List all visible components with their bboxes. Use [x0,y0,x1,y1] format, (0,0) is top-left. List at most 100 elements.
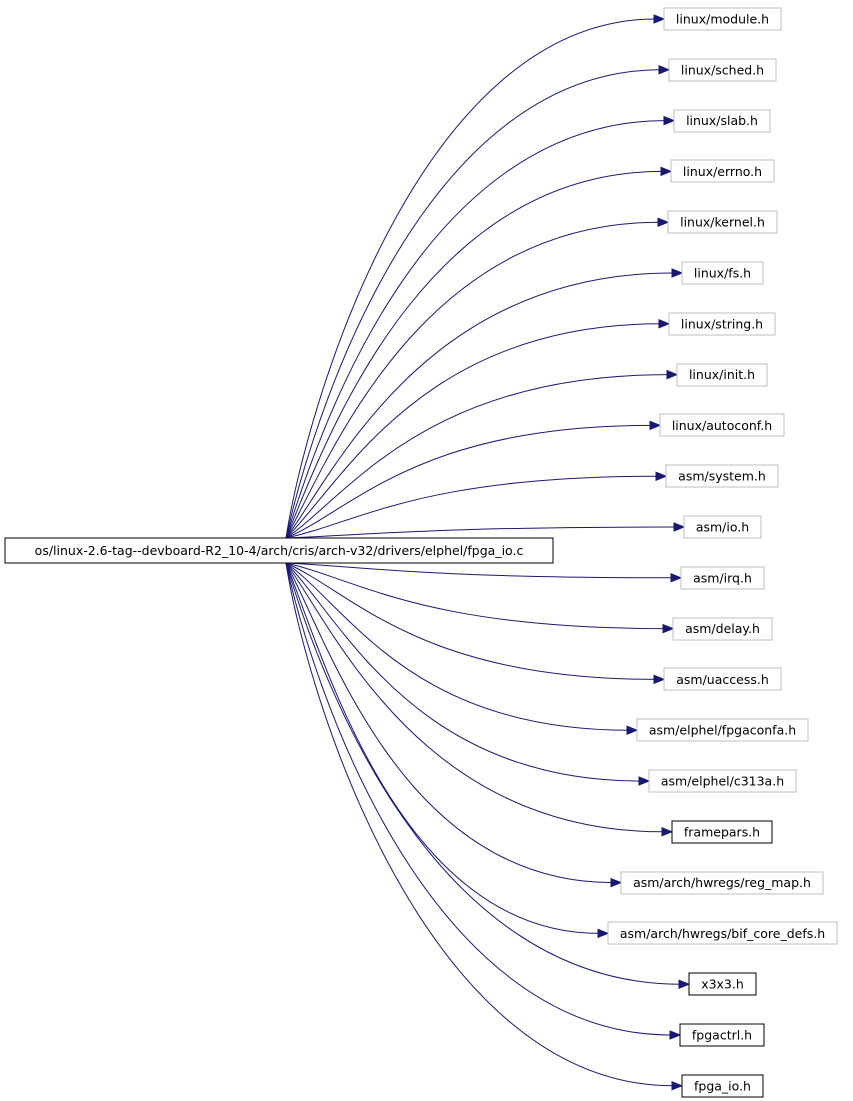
include-label-fpga-io-h: fpga_io.h [694,1078,751,1093]
include-label-linux-kernel-h: linux/kernel.h [680,215,765,230]
include-node-asm-elphel-fpgaconfa-h: asm/elphel/fpgaconfa.h [636,718,809,742]
include-edge-linux-module-h [285,18,656,539]
include-node-asm-arch-hwregs-bif-core-defs-h: asm/arch/hwregs/bif_core_defs.h [607,921,838,945]
include-node-asm-elphel-c313a-h: asm/elphel/c313a.h [648,769,797,793]
include-edge-linux-errno-h [285,170,663,539]
arrowhead-asm-io-h [673,522,686,532]
include-node-linux-autoconf-h: linux/autoconf.h [659,413,785,437]
arrowhead-linux-errno-h [660,166,673,177]
include-box-linux-kernel-h [667,210,778,234]
include-box-asm-io-h [683,515,762,539]
root-file-node[interactable]: os/linux-2.6-tag--devboard-R2_10-4/arch/… [4,537,554,564]
include-label-asm-arch-hwregs-reg-map-h: asm/arch/hwregs/reg_map.h [633,875,811,890]
include-node-linux-fs-h: linux/fs.h [681,261,764,285]
include-box-fpgactrl-h [679,1023,765,1047]
arrowhead-asm-system-h [655,471,668,481]
include-edge-framepars-h [285,562,664,833]
arrowhead-linux-fs-h [671,268,684,278]
include-edge-x3x3-h [285,562,681,985]
include-edge-linux-init-h [285,374,669,539]
include-node-asm-uaccess-h: asm/uaccess.h [663,667,782,691]
arrowhead-asm-arch-hwregs-bif-core-defs-h [597,928,610,939]
include-node-framepars-h[interactable]: framepars.h [671,820,773,844]
include-node-asm-delay-h: asm/delay.h [672,617,773,641]
include-box-linux-sched-h [668,58,777,82]
include-node-asm-io-h: asm/io.h [683,515,762,539]
include-label-linux-module-h: linux/module.h [676,12,769,27]
include-node-linux-slab-h: linux/slab.h [673,109,771,133]
include-box-asm-uaccess-h [663,667,782,691]
include-node-linux-init-h: linux/init.h [676,363,768,387]
include-label-linux-fs-h: linux/fs.h [694,266,751,281]
arrowhead-asm-uaccess-h [653,674,666,685]
include-edge-linux-fs-h [285,272,674,539]
include-label-framepars-h: framepars.h [684,824,760,839]
include-box-asm-arch-hwregs-reg-map-h [620,871,824,895]
include-box-asm-elphel-c313a-h [648,769,797,793]
include-node-fpga-io-h[interactable]: fpga_io.h [681,1074,764,1098]
include-edge-fpgactrl-h [285,562,672,1036]
include-label-asm-elphel-c313a-h: asm/elphel/c313a.h [661,774,784,789]
include-label-x3x3-h: x3x3.h [701,977,744,992]
arrowhead-asm-arch-hwregs-reg-map-h [610,877,623,888]
include-node-asm-system-h: asm/system.h [665,464,779,488]
arrowhead-asm-elphel-c313a-h [638,776,651,786]
include-edge-linux-kernel-h [285,221,660,539]
include-edge-asm-arch-hwregs-bif-core-defs-h [285,562,600,934]
include-label-asm-irq-h: asm/irq.h [693,570,752,585]
include-node-asm-arch-hwregs-reg-map-h: asm/arch/hwregs/reg_map.h [620,871,824,895]
arrowhead-asm-elphel-fpgaconfa-h [626,725,639,735]
include-edge-linux-string-h [285,323,661,539]
include-box-asm-arch-hwregs-bif-core-defs-h [607,921,838,945]
include-box-asm-elphel-fpgaconfa-h [636,718,809,742]
arrowhead-linux-module-h [653,14,666,24]
include-edge-asm-io-h [285,526,676,539]
include-node-linux-sched-h: linux/sched.h [668,58,777,82]
root-file-box [4,537,554,564]
nodes-layer: os/linux-2.6-tag--devboard-R2_10-4/arch/… [4,7,838,1098]
arrowhead-asm-delay-h [662,623,675,634]
include-edge-linux-slab-h [285,120,666,539]
include-edge-linux-autoconf-h [285,424,652,539]
include-node-asm-irq-h: asm/irq.h [680,566,765,590]
include-box-x3x3-h [688,972,757,996]
include-box-asm-delay-h [672,617,773,641]
include-box-linux-slab-h [673,109,771,133]
include-label-fpgactrl-h: fpgactrl.h [692,1028,752,1043]
include-label-linux-slab-h: linux/slab.h [686,113,758,128]
include-edge-asm-uaccess-h [285,562,656,680]
include-label-linux-errno-h: linux/errno.h [683,164,762,179]
include-label-linux-string-h: linux/string.h [681,316,763,331]
include-box-linux-errno-h [670,159,775,183]
include-label-asm-arch-hwregs-bif-core-defs-h: asm/arch/hwregs/bif_core_defs.h [620,926,825,941]
root-file-label: os/linux-2.6-tag--devboard-R2_10-4/arch/… [35,543,524,558]
arrowhead-fpgactrl-h [669,1030,682,1040]
include-node-fpgactrl-h[interactable]: fpgactrl.h [679,1023,765,1047]
arrowhead-x3x3-h [678,979,691,989]
include-edge-asm-irq-h [285,562,673,579]
include-box-linux-fs-h [681,261,764,285]
include-label-asm-elphel-fpgaconfa-h: asm/elphel/fpgaconfa.h [649,723,796,738]
include-box-framepars-h [671,820,773,844]
arrowhead-linux-autoconf-h [649,420,662,431]
include-label-asm-uaccess-h: asm/uaccess.h [676,672,769,687]
include-node-linux-errno-h: linux/errno.h [670,159,775,183]
arrowhead-linux-sched-h [658,65,671,75]
include-edge-linux-sched-h [285,69,661,539]
include-label-linux-autoconf-h: linux/autoconf.h [672,418,772,433]
include-box-linux-module-h [663,7,782,31]
arrowhead-framepars-h [661,827,674,837]
include-edge-asm-system-h [285,475,658,539]
edges-layer [285,14,691,1091]
include-node-linux-string-h: linux/string.h [668,312,776,336]
include-label-linux-sched-h: linux/sched.h [681,62,764,77]
include-box-linux-string-h [668,312,776,336]
include-node-x3x3-h[interactable]: x3x3.h [688,972,757,996]
include-edge-asm-elphel-c313a-h [285,562,641,782]
include-box-asm-system-h [665,464,779,488]
include-edge-fpga-io-h [285,562,674,1087]
include-label-linux-init-h: linux/init.h [689,367,755,382]
include-edge-asm-arch-hwregs-reg-map-h [285,562,613,884]
arrowhead-asm-irq-h [670,573,683,583]
